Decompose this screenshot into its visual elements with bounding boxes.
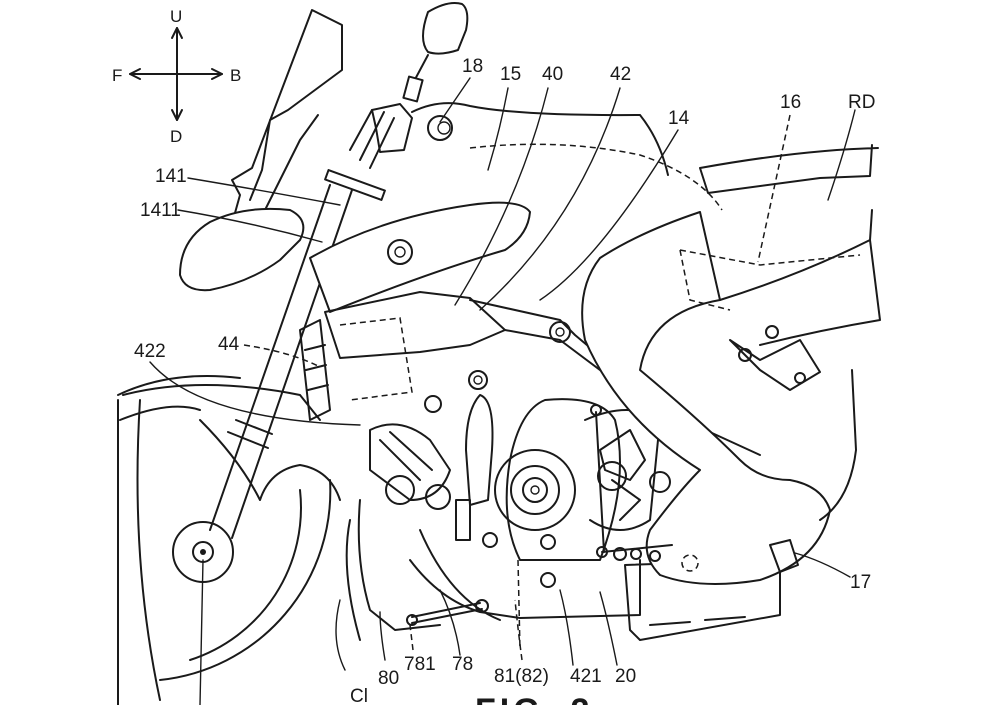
- label-20: 20: [615, 666, 636, 687]
- side-panel-15: [309, 201, 531, 313]
- key-switch-18: [427, 115, 453, 141]
- leader-15: [487, 87, 509, 171]
- seat-16-outline: [679, 249, 861, 311]
- label-15: 15: [500, 64, 521, 85]
- label-42: 42: [610, 64, 631, 85]
- mirror: [422, 2, 469, 55]
- intake-422: [369, 394, 494, 541]
- leader-421: [559, 589, 574, 666]
- leader-141: [187, 177, 341, 206]
- windscreen: [227, 9, 343, 239]
- leader-16: [757, 114, 791, 263]
- headlight-cowl-1411: [179, 207, 305, 292]
- key-switch-inner: [437, 121, 451, 135]
- label-781: 781: [404, 654, 436, 675]
- rear-wheel-edge: [819, 369, 857, 521]
- leader-lines: [149, 77, 856, 671]
- leader-20: [599, 591, 618, 666]
- back-arrowhead-icon: [211, 68, 223, 80]
- air-duct-40: [324, 291, 506, 359]
- label-78: 78: [452, 654, 473, 675]
- label-16: 16: [780, 92, 801, 113]
- linkage-78: [411, 602, 483, 624]
- leader-1411: [177, 209, 323, 243]
- reference-labels: 18 15 40 42 14 16 RD 141 1411 44 422 17 …: [134, 56, 875, 705]
- tail-cowl: [719, 209, 881, 346]
- dir-label-back: B: [230, 66, 241, 85]
- windscreen-inner: [254, 114, 319, 231]
- down-arrowhead-icon: [171, 109, 183, 121]
- front-fender: [122, 384, 341, 501]
- tank-inner-outline: [469, 143, 723, 211]
- leader-781: [409, 624, 414, 651]
- label-17: 17: [850, 572, 871, 593]
- hidden-line-81: [517, 559, 521, 651]
- leader-78: [439, 589, 461, 656]
- label-rd: RD: [848, 92, 875, 113]
- hose: [465, 394, 494, 506]
- direction-indicator: U D F B: [112, 7, 241, 146]
- label-80: 80: [378, 668, 399, 689]
- top-triple-clamp: [324, 169, 386, 201]
- front-wheel: [117, 375, 332, 705]
- dir-label-front: F: [112, 66, 122, 85]
- figure-caption: FIG. 2: [475, 692, 593, 705]
- dir-label-down: D: [170, 127, 182, 146]
- handlebar-assembly: [371, 103, 413, 153]
- leader-14: [539, 129, 679, 301]
- leader-81: [514, 599, 523, 661]
- leader-rd: [827, 109, 856, 201]
- fuel-tank-top: [411, 102, 669, 176]
- leader-17: [794, 552, 851, 578]
- leader-cl: [335, 599, 346, 671]
- foot-controls: [596, 544, 699, 572]
- leader-42: [479, 87, 621, 311]
- label-14: 14: [668, 108, 690, 129]
- label-44: 44: [218, 334, 240, 355]
- up-arrowhead-icon: [171, 27, 183, 39]
- leader-40: [454, 87, 549, 306]
- label-421: 421: [570, 666, 602, 687]
- front-fork-141: [209, 169, 386, 539]
- hose-clamp: [455, 499, 471, 541]
- label-1411: 1411: [140, 200, 181, 221]
- cable-bundle: [349, 109, 395, 169]
- leader-80: [379, 611, 386, 661]
- footpeg-17: [769, 539, 799, 573]
- radiator-44-outline: [339, 317, 413, 401]
- front-arrowhead-icon: [129, 68, 141, 80]
- mirror-mount: [402, 75, 424, 103]
- lower-fairing: [345, 499, 441, 641]
- leader-18: [439, 77, 471, 123]
- label-141: 141: [155, 166, 187, 187]
- label-81-82: 81(82): [494, 666, 549, 687]
- label-40: 40: [542, 64, 563, 85]
- shift-rod: [595, 411, 605, 553]
- leader-422: [149, 361, 361, 426]
- dir-label-up: U: [170, 7, 182, 26]
- rider-leg: [581, 211, 831, 585]
- rear-subframe: [729, 339, 821, 391]
- label-422: 422: [134, 341, 166, 362]
- leader-44: [243, 344, 319, 367]
- panel-bolt: [387, 239, 413, 265]
- label-cl: Cl: [350, 686, 368, 705]
- seat-rd: [699, 144, 879, 194]
- label-18: 18: [462, 56, 483, 77]
- exhaust-pipe: [409, 529, 641, 621]
- radiator-grille: [299, 319, 331, 421]
